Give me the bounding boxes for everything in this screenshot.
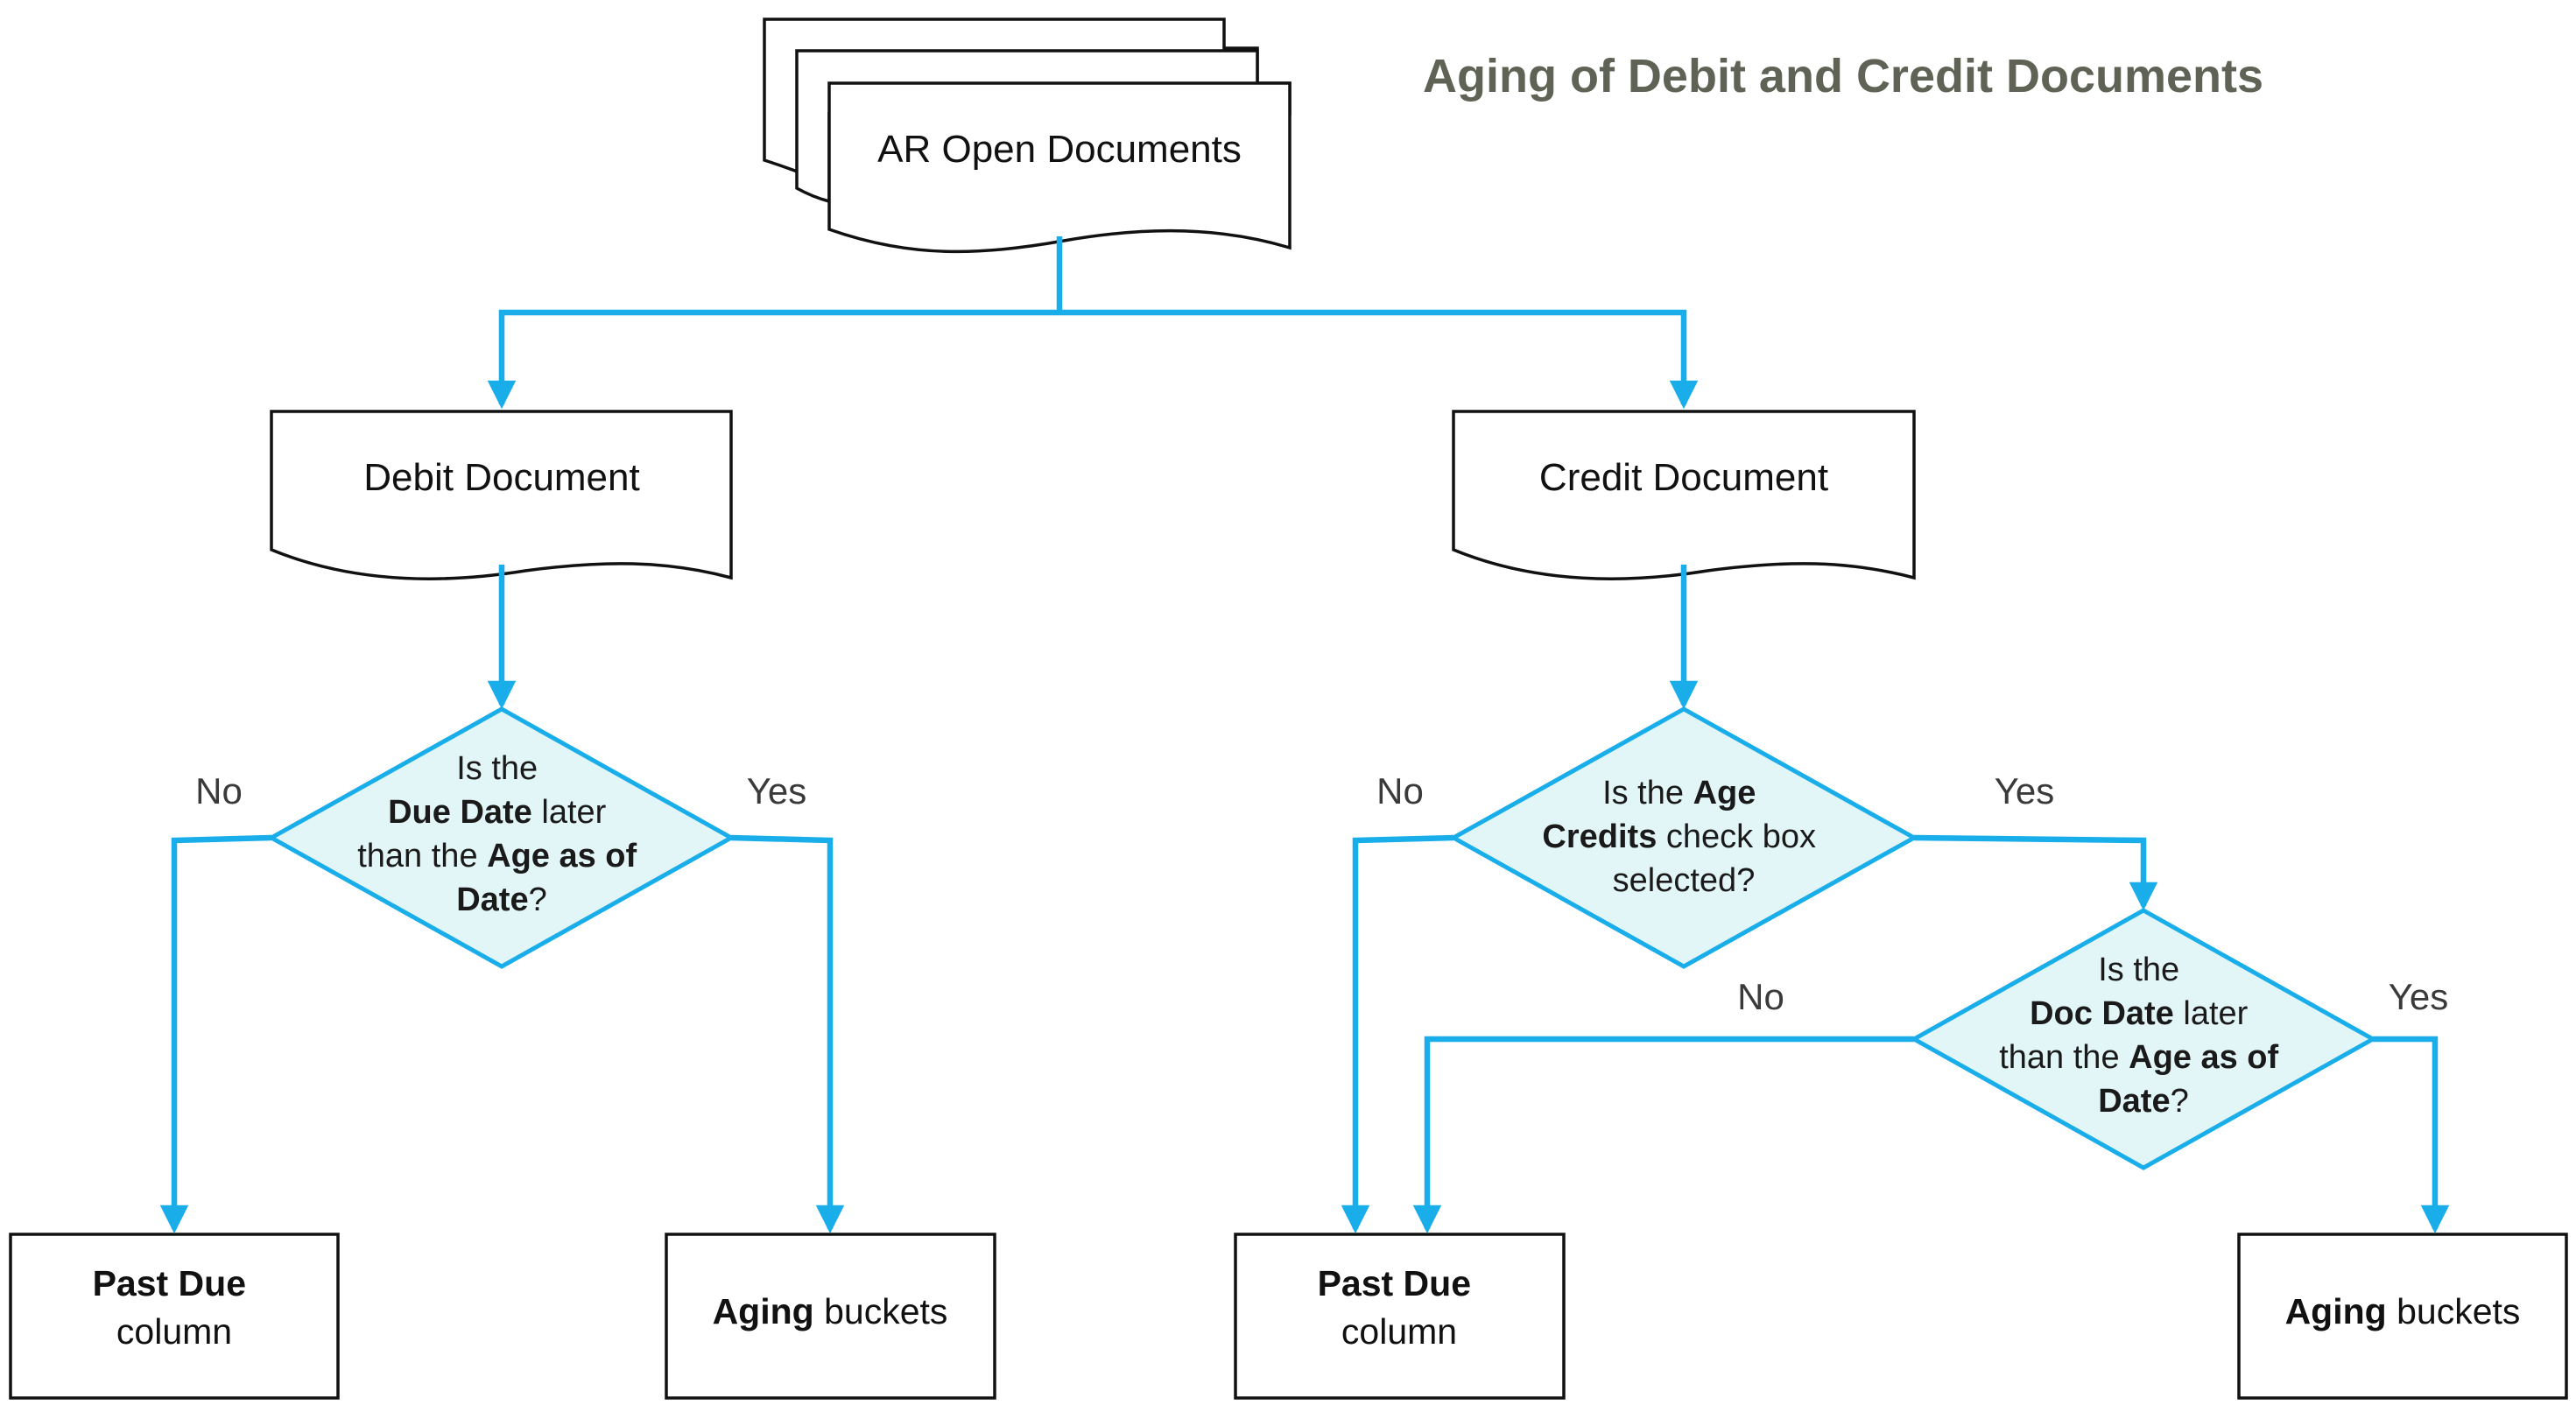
connector-debit-no [159,834,272,1234]
connector-credit-no [1341,834,1454,1234]
debit-no-label: No [195,770,243,811]
credit-no-label: No [1376,770,1424,811]
diagram-title: Aging of Debit and Credit Documents [1423,50,2263,102]
svg-text:Past Due column: Past Due column [93,1263,257,1352]
date-term-2: Date [2098,1083,2170,1120]
credit-document-label: Credit Document [1539,456,1828,499]
connector-credit-yes [1913,834,2158,911]
age-as-of-term: Age as of [487,838,637,875]
due-date-term: Due Date [388,794,532,831]
svg-text:Aging buckets: Aging buckets [2285,1291,2521,1331]
docdate-no-label: No [1737,976,1784,1017]
due-date-decision-line2: later [532,794,607,831]
aging-buckets-box-debit: Aging buckets [665,1233,996,1400]
ar-open-documents-label: AR Open Documents [877,128,1242,171]
past-due-column-box-credit: Past Due column [1234,1233,1566,1400]
column-label-2: column [1341,1311,1457,1352]
column-label: column [116,1311,232,1352]
doc-date-decision-line3: than the [1999,1039,2129,1076]
question-mark-2: ? [2171,1083,2189,1120]
connector-debit-yes [730,834,845,1234]
credit-yes-label: Yes [1995,770,2055,811]
debit-document-label: Debit Document [363,456,639,499]
svg-text:Past Due column: Past Due column [1318,1263,1482,1352]
doc-date-decision-node: Is the Doc Date later than the Age as of… [1909,908,2378,1170]
due-date-decision-node: Is the Due Date later than the Age as of… [266,706,736,969]
due-date-decision-line1: Is the [456,750,538,787]
svg-text:Is the Due Date later: Is the Due Date later than the Age as of… [357,750,646,918]
debit-yes-label: Yes [747,770,807,811]
connector-docdate-yes [2373,1036,2450,1234]
connector-to-debit-document [487,309,1059,410]
aging-label: Aging [713,1291,814,1331]
age-credits-line3: selected? [1613,862,1756,899]
svg-text:Is the Doc Date later: Is the Doc Date later than the Age as of… [1999,952,2288,1120]
svg-text:Is the Age Credits check: Is the Age Credits check box selected? [1542,775,1825,899]
connector-to-credit-document [1059,309,1699,410]
past-due-label-2: Past Due [1318,1263,1471,1303]
age-as-of-term-2: Age as of [2129,1039,2278,1076]
doc-date-decision-line2: later [2174,995,2249,1032]
debit-document-node: Debit Document [270,410,733,580]
document-stack-front [827,81,1292,254]
docdate-yes-label: Yes [2389,976,2449,1017]
question-mark: ? [529,882,547,918]
svg-text:Aging buckets: Aging buckets [713,1291,948,1331]
connector-docdate-no [1412,1036,1914,1234]
past-due-label: Past Due [93,1263,246,1303]
doc-date-term: Doc Date [2030,995,2174,1032]
credits-term: Credits [1542,818,1657,855]
buckets-label-2: buckets [2387,1291,2521,1331]
due-date-decision-line3: than the [357,838,487,875]
age-credits-line1: Is the [1602,775,1693,811]
credit-document-node: Credit Document [1452,410,1916,580]
age-credits-decision-node: Is the Age Credits check box selected? [1448,706,1919,969]
age-term: Age [1693,775,1756,811]
ar-open-documents-node: AR Open Documents [763,18,1292,254]
date-term: Date [456,882,528,918]
aging-buckets-box-credit: Aging buckets [2237,1233,2568,1400]
age-credits-line2: check box [1657,818,1816,855]
connectors [159,236,2450,1234]
past-due-column-box-debit: Past Due column [9,1233,340,1400]
buckets-label: buckets [814,1291,948,1331]
doc-date-decision-line1: Is the [2098,952,2179,988]
aging-label-2: Aging [2285,1291,2387,1331]
